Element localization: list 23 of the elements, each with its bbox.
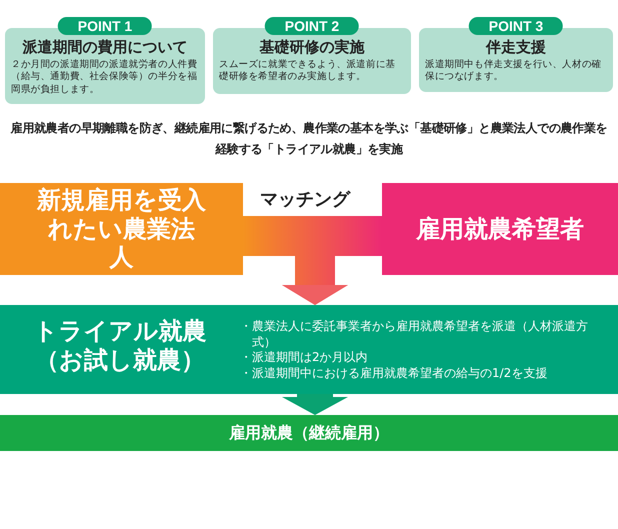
intro-text: 雇用就農者の早期離職を防ぎ、継続雇用に繋げるため、農作業の基本を学ぶ「基礎研修」と農業法人での農作業を経験する「トライアル就農」を実施 <box>10 120 608 158</box>
box-heading: トライアル就農（お試し就農） <box>32 317 208 375</box>
point-badge: POINT 1 <box>58 17 152 35</box>
box-text: 新規雇用を受入れたい農業法人 <box>36 186 206 272</box>
result-box <box>0 415 618 451</box>
bullet-text: ・派遣期間中における雇用就農希望者の給与の1/2を支援 <box>240 366 548 382</box>
bullet-text: ・派遣期間は2か月以内 <box>240 350 369 366</box>
card-heading: 派遣期間の費用について <box>22 38 188 57</box>
card-text: スムーズに就業できるよう、派遣前に基礎研修を希望者のみ実施します。 <box>219 59 396 84</box>
box-text: 雇用就農（継続雇用） <box>228 423 390 443</box>
party-box <box>0 183 243 275</box>
party-box <box>382 183 618 275</box>
box-text: 雇用就農希望者 <box>415 214 585 244</box>
process-box <box>0 305 618 394</box>
arrow <box>282 216 382 305</box>
card-heading: 伴走支援 <box>486 38 546 57</box>
point-badge: POINT 2 <box>264 17 360 35</box>
card-text: 派遣期間中も伴走支援を行い、人材の確保につなげます。 <box>425 59 602 84</box>
bullet-text: ・農業法人に委託事業者から雇用就農希望者を派遣（人材派遣方式） <box>240 319 589 350</box>
point-badge: POINT 3 <box>468 17 564 35</box>
card-text: ２か月間の派遣期間の派遣就労者の人件費（給与、通勤費、社会保険等）の半分を福岡県が負担します。 <box>11 59 198 96</box>
arrow <box>282 394 348 415</box>
card-heading: 基礎研修の実施 <box>260 38 364 57</box>
